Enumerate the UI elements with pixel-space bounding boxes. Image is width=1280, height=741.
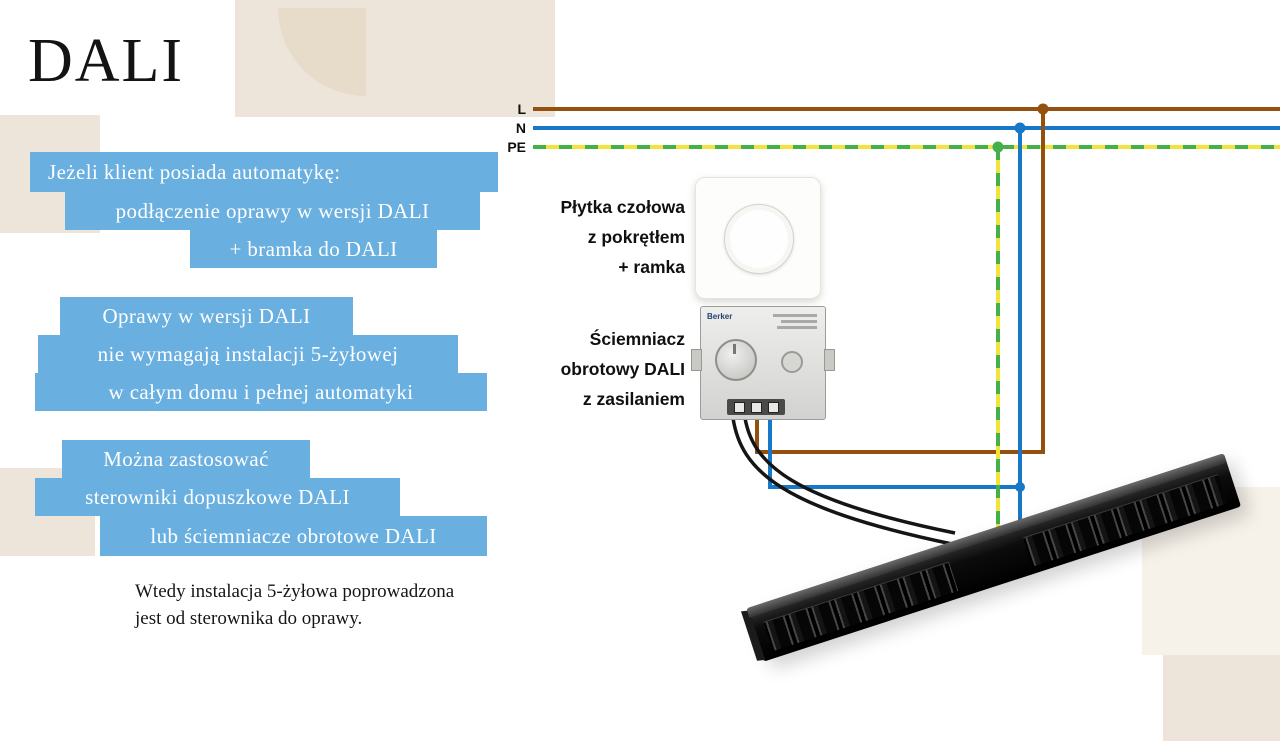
dimmer-label-line-2: obrotowy DALI (560, 359, 685, 379)
dimmer-label-line-1: Ściemniacz (589, 329, 685, 349)
dimmer-faceplate (695, 177, 821, 299)
spec-text-line (781, 320, 817, 323)
mounting-claw-right (824, 349, 835, 371)
junction-pe (992, 141, 1004, 153)
deco-rect-bottom-right (1163, 655, 1280, 741)
faceplate-label-line-1: Płytka czołowa (560, 197, 686, 217)
callout-3-line-2: sterowniki dopuszkowe DALI (35, 478, 400, 516)
led-luminaire (746, 450, 1275, 690)
callout-1-line-3: + bramka do DALI (190, 230, 437, 268)
terminal (767, 401, 779, 413)
dimmer-mechanism: Berker (691, 306, 835, 420)
wire-label-pe: PE (507, 139, 526, 155)
adjust-screw (781, 351, 803, 373)
callout-2-line-1: Oprawy w wersji DALI (60, 297, 353, 335)
callout-3-line-1: Można zastosować (62, 440, 310, 478)
wire-label-l: L (517, 101, 526, 117)
wire-dali-2 (743, 417, 956, 535)
callout-1-line-2: podłączenie oprawy w wersji DALI (65, 192, 480, 230)
callout-2-line-2: nie wymagają instalacji 5-żyłowej (38, 335, 458, 373)
luminaire-body (746, 453, 1242, 662)
junction-n-branch (1015, 482, 1025, 492)
terminal-block (727, 399, 785, 415)
note-text: Wtedy instalacja 5-żyłowa poprowadzona j… (135, 581, 455, 629)
faceplate-label: Płytka czołowa z pokrętłem + ramka (480, 192, 686, 282)
dimmer-label: Ściemniacz obrotowy DALI z zasilaniem (480, 324, 685, 414)
wire-label-n: N (515, 120, 526, 136)
wire-dali-1 (731, 417, 953, 546)
junction-n (1014, 122, 1026, 134)
brand-label: Berker (707, 312, 733, 321)
faceplate-label-line-3: + ramka (618, 257, 685, 277)
callout-2-line-3: w całym domu i pełnej automatyki (35, 373, 487, 411)
wire-n-branch (768, 418, 1020, 489)
terminal (750, 401, 762, 413)
junction-l (1037, 103, 1049, 115)
luminaire-top-face (746, 453, 1227, 618)
callout-1-line-1: Jeżeli klient posiada automatykę: (30, 152, 498, 192)
spec-text-line (773, 314, 817, 317)
wire-l-drop (755, 109, 1045, 454)
page-title: DALI (28, 27, 185, 95)
dimmer-dial (715, 339, 757, 381)
callout-3-line-3: lub ściemniacze obrotowe DALI (100, 516, 487, 556)
mounting-claw-left (691, 349, 702, 371)
dimmer-label-line-3: z zasilaniem (582, 389, 685, 409)
faceplate-label-line-2: z pokrętłem (587, 227, 685, 247)
spec-text-line (777, 326, 817, 329)
dimmer-knob (724, 204, 794, 274)
terminal (733, 401, 745, 413)
